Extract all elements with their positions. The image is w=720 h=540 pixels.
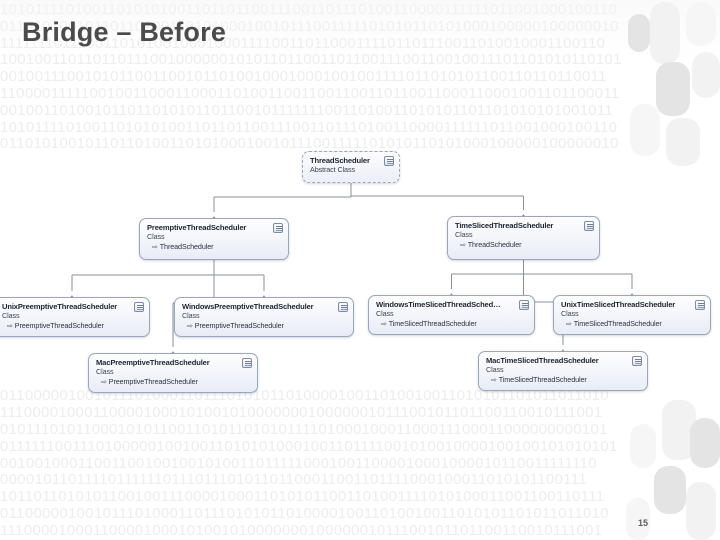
uml-node-base-class: ⇨TimeSlicedThreadScheduler — [566, 319, 662, 328]
decorative-blob — [628, 14, 650, 52]
inheritance-arrow-icon: ⇨ — [460, 242, 466, 249]
uml-node-kind: Class — [147, 232, 165, 241]
uml-node-base-class: ⇨PreemptiveThreadScheduler — [101, 377, 198, 386]
uml-node-base-class: ⇨ThreadScheduler — [152, 242, 214, 251]
inheritance-arrow-icon: ⇨ — [187, 323, 193, 330]
page-title: Bridge – Before — [22, 17, 227, 47]
decorative-blob — [690, 418, 720, 468]
uml-node-base-class: ⇨PreemptiveThreadScheduler — [7, 321, 104, 330]
class-icon — [242, 358, 252, 368]
decorative-blob — [656, 62, 690, 116]
class-icon — [384, 156, 394, 166]
uml-node-name: MacTimeSlicedThreadScheduler — [486, 356, 599, 365]
class-icon — [338, 302, 348, 312]
uml-node-name: WindowsPreemptiveThreadScheduler — [182, 302, 314, 311]
uml-node-kind: Class — [486, 365, 504, 374]
class-icon — [519, 300, 529, 310]
uml-node-kind: Class — [376, 309, 394, 318]
class-icon — [134, 302, 144, 312]
decorative-blob — [666, 118, 700, 166]
decorative-shapes — [610, 0, 720, 540]
uml-node-name: ThreadScheduler — [310, 156, 370, 165]
uml-node-base-class: ⇨ThreadScheduler — [460, 240, 522, 249]
uml-node-base-class: ⇨TimeSlicedThreadScheduler — [491, 375, 587, 384]
uml-node-name: UnixTimeSlicedThreadScheduler — [561, 300, 676, 309]
uml-node-kind: Class — [455, 230, 473, 239]
class-icon — [273, 223, 283, 233]
class-icon — [584, 221, 594, 231]
inheritance-arrow-icon: ⇨ — [7, 323, 13, 330]
decorative-blob — [630, 104, 660, 156]
uml-node-name: PreemptiveThreadScheduler — [147, 223, 247, 232]
uml-node-name: TimeSlicedThreadScheduler — [455, 221, 554, 230]
uml-node-kind: Class — [561, 309, 579, 318]
decorative-blob — [692, 52, 720, 98]
uml-node-name: WindowsTimeSlicedThreadSched… — [376, 300, 501, 309]
uml-node-base-class: ⇨TimeSlicedThreadScheduler — [381, 319, 477, 328]
uml-node-kind: Class — [96, 367, 114, 376]
decorative-blob — [686, 2, 716, 46]
uml-node-base-class: ⇨PreemptiveThreadScheduler — [187, 321, 284, 330]
page-number: 15 — [637, 518, 648, 528]
inheritance-arrow-icon: ⇨ — [381, 321, 387, 328]
uml-node-name: UnixPreemptiveThreadScheduler — [2, 302, 118, 311]
inheritance-arrow-icon: ⇨ — [152, 244, 158, 251]
decorative-blob — [686, 482, 716, 540]
header-band — [0, 0, 720, 62]
inheritance-arrow-icon: ⇨ — [101, 379, 107, 386]
decorative-blob — [650, 2, 680, 64]
decorative-blob — [626, 498, 650, 540]
uml-node-name: MacPreemptiveThreadScheduler — [96, 358, 210, 367]
class-icon — [632, 356, 642, 366]
inheritance-arrow-icon: ⇨ — [491, 377, 497, 384]
inheritance-arrow-icon: ⇨ — [566, 321, 572, 328]
uml-node-kind: Class — [182, 311, 200, 320]
decorative-blob — [654, 466, 686, 514]
uml-class-node[interactable]: WindowsTimeSlicedThreadSched…Class⇨TimeS… — [368, 295, 535, 335]
decorative-blob — [630, 424, 656, 468]
uml-node-kind: Class — [2, 311, 20, 320]
uml-node-kind: Abstract Class — [310, 165, 355, 174]
class-icon — [695, 300, 705, 310]
